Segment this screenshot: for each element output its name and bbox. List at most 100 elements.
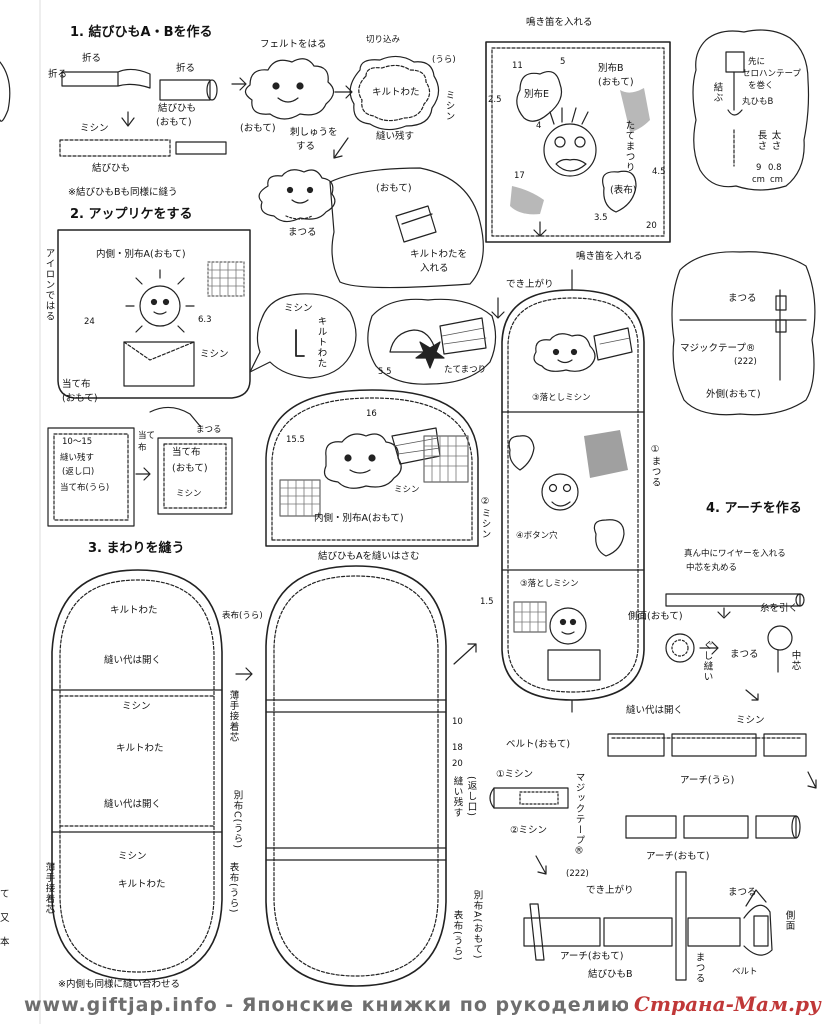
patch-front-label-1: 当て布 bbox=[172, 447, 201, 458]
dome-panel-diagram bbox=[265, 389, 479, 547]
core-label: 中芯 bbox=[789, 650, 801, 671]
velcro-label-2: マジックテープ® bbox=[573, 772, 585, 858]
star-bubble-diagram bbox=[367, 298, 497, 385]
outer-fabric-label: (表布) bbox=[610, 185, 637, 196]
outer-back-label-2: 表布(うら) bbox=[227, 862, 239, 914]
dome-mishin: ミシン bbox=[394, 485, 420, 495]
fold-label-1: 折る bbox=[48, 69, 68, 80]
cloud-applique-diagram bbox=[244, 55, 440, 159]
tie-front-label: 結びひも bbox=[158, 103, 197, 114]
sink-stitch-2: ③落としミシン bbox=[520, 579, 579, 589]
sewing-right-piece bbox=[265, 565, 447, 987]
cord-note-2: セロハンテープ bbox=[742, 69, 801, 79]
pull-thread-label: 糸を引く bbox=[760, 603, 799, 614]
tie-label: 結びひも bbox=[92, 163, 131, 174]
belt-front-label: ベルト(おもて) bbox=[506, 739, 571, 750]
arch-front-label-2: アーチ(おもて) bbox=[560, 951, 624, 962]
arch-front-label: アーチ(おもて) bbox=[646, 851, 710, 862]
length-unit: cm bbox=[752, 175, 765, 185]
blind-stitch-label-5: まつる bbox=[730, 649, 759, 660]
cord-bubble-diagram bbox=[692, 29, 810, 191]
dim-5-5: 5.5 bbox=[378, 367, 392, 377]
length-label: 長さ bbox=[755, 130, 767, 151]
tie-strap-diagram bbox=[59, 68, 227, 157]
dim-2-5: 2.5 bbox=[488, 95, 502, 105]
wire-note-2: 中芯を丸める bbox=[686, 563, 738, 573]
mishin-step-2: ②ミシン bbox=[479, 496, 491, 540]
embroidery-label-1: 刺しゅうを bbox=[290, 127, 338, 138]
arrow-to-finished-3 bbox=[453, 643, 477, 665]
arrow-to-finished bbox=[491, 297, 505, 319]
dim-3-5: 3.5 bbox=[594, 213, 608, 223]
running-stitch-label: ぐし縫い bbox=[701, 640, 713, 682]
seam-open-label-1: 縫い代は開く bbox=[104, 655, 162, 666]
step-4-title: 4. アーチを作る bbox=[706, 501, 802, 516]
finished-label-2: でき上がり bbox=[586, 885, 634, 896]
patch-dim: 10〜15 bbox=[62, 437, 93, 447]
side-label-2: 側面 bbox=[783, 910, 795, 931]
interfacing-label-2: 薄手接着芯 bbox=[43, 862, 55, 915]
belt-mishin-1: ①ミシン bbox=[496, 769, 534, 780]
mishin-arch: ミシン bbox=[736, 715, 765, 726]
outer-front-label: 外側(おもて) bbox=[706, 389, 761, 400]
dim-15-5: 15.5 bbox=[286, 435, 305, 445]
tie-knot-label: 結ぶ bbox=[711, 82, 723, 103]
patch-diagram bbox=[47, 406, 233, 527]
brand-logo-text: Страна-Мам.ру bbox=[634, 992, 821, 1016]
patch-mishin: ミシン bbox=[176, 489, 202, 499]
mishin-label-s1: ミシン bbox=[80, 123, 109, 134]
inner-fabric-a-label: 内側・別布A(おもて) bbox=[96, 249, 186, 260]
cloud-stuffing-diagram bbox=[258, 167, 484, 289]
slip-stitch-label: たてまつり bbox=[623, 120, 635, 173]
buttonhole-label: ④ボタン穴 bbox=[516, 531, 558, 541]
arch-back-label: アーチ(うら) bbox=[680, 775, 735, 786]
dim-4: 4 bbox=[536, 121, 542, 131]
seam-open-label-3: 縫い代は開く bbox=[626, 705, 684, 716]
quilt-label-l2: キルトわた bbox=[116, 743, 164, 754]
tie-front-sub: (おもて) bbox=[156, 117, 192, 128]
belt-label-2: ベルト bbox=[732, 967, 758, 977]
site-watermark: www.giftjap.info - Японские книжки по ру… bbox=[24, 994, 631, 1016]
arrow-step3 bbox=[235, 667, 253, 681]
mishin-applique: ミシン bbox=[200, 349, 229, 360]
fold-label-3: 折る bbox=[176, 63, 196, 74]
mishin-cloud-label: ミシン bbox=[443, 90, 455, 122]
velcro-label: マジックテープ® bbox=[680, 343, 756, 354]
quilt-label-l1: キルトわた bbox=[110, 605, 158, 616]
page-edge-1: て bbox=[0, 889, 10, 900]
mishin-bubble: ミシン bbox=[284, 303, 313, 314]
belt-diagram bbox=[489, 787, 569, 875]
fabric-e-label: 別布E bbox=[524, 89, 550, 100]
patch-front-label-2: (おもて) bbox=[172, 463, 208, 474]
velcro-code-2: (222) bbox=[566, 869, 589, 879]
blind-stitch-step-1: ①まつる bbox=[649, 444, 661, 488]
thickness-value: 0.8 bbox=[768, 163, 782, 173]
dim-5: 5 bbox=[560, 57, 566, 67]
blind-stitch-label-6: まつる bbox=[728, 887, 757, 898]
dim-18: 18 bbox=[452, 743, 463, 753]
step-3-title: 3. まわりを縫う bbox=[88, 541, 185, 556]
dim-4-5: 4.5 bbox=[652, 167, 666, 177]
whistle-top-label: 鳴き笛を入れる bbox=[526, 17, 593, 28]
patch-leave-unsewn: 縫い残す bbox=[60, 453, 95, 463]
felt-label: フェルトをはる bbox=[260, 39, 327, 50]
velcro-bubble-diagram bbox=[671, 251, 816, 416]
dim-20b: 20 bbox=[452, 759, 463, 769]
step-1-title: 1. 結びひもA・Bを作る bbox=[70, 25, 213, 40]
cord-note-3: を巻く bbox=[748, 81, 774, 91]
dim-10: 10 bbox=[452, 717, 463, 727]
insert-quilt-label-1: キルトわたを bbox=[410, 249, 468, 260]
dim-6-3: 6.3 bbox=[198, 315, 212, 325]
blind-stitch-label-7: まつる bbox=[693, 952, 705, 984]
tie-b-label: 結びひもB bbox=[588, 969, 633, 980]
iron-label: アイロンではる bbox=[43, 248, 55, 322]
front-label-1: (おもて) bbox=[240, 123, 276, 134]
length-value: 9 bbox=[756, 163, 762, 173]
mishin-l2: ミシン bbox=[118, 851, 147, 862]
arch-assembly-diagram bbox=[523, 871, 773, 981]
applique-panel-diagram bbox=[57, 229, 251, 399]
sink-stitch-1: ③落としミシン bbox=[532, 393, 591, 403]
fabric-b-label: 別布B bbox=[598, 63, 624, 74]
